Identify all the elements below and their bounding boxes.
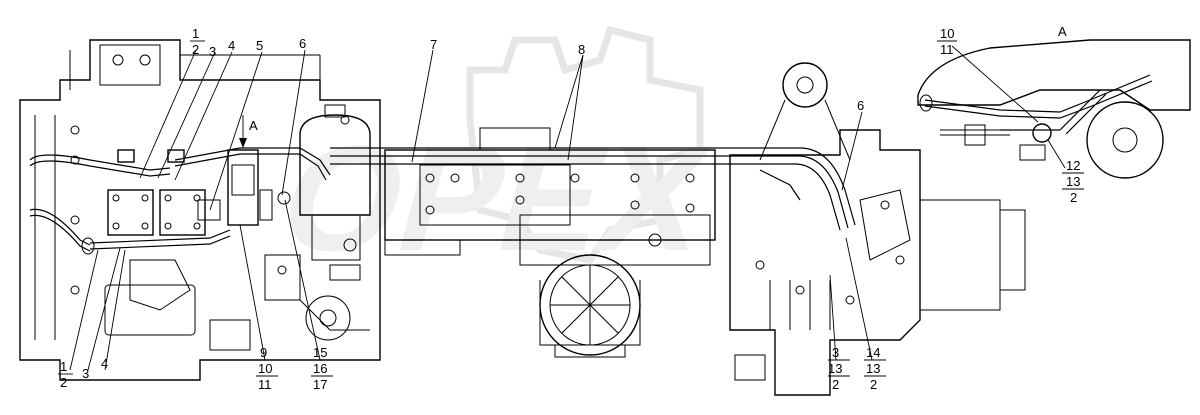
view-arrow [239, 115, 247, 148]
callout-7: 7 [430, 37, 437, 52]
callout-1-2-bottom: 1 2 [58, 359, 73, 390]
callout-text: 13 [828, 361, 842, 376]
inset-view-a [917, 39, 1191, 179]
inset-title: A [1058, 24, 1067, 39]
callout-15-16-17: 15 16 17 [311, 345, 333, 392]
callout-3-13-2: 3 13 2 [828, 345, 850, 392]
callout-text: 13 [866, 361, 880, 376]
callout-text: 2 [60, 375, 67, 390]
callout-text: 2 [192, 42, 199, 57]
callout-5: 5 [256, 38, 263, 53]
callout-text: 14 [866, 345, 880, 360]
callout-text: 12 [1066, 158, 1080, 173]
callout-text: 13 [1066, 174, 1080, 189]
callout-text: 9 [260, 345, 267, 360]
callout-text: 10 [940, 26, 954, 41]
leader-lines [69, 45, 1066, 371]
svg-text:OPEX: OPEX [264, 115, 726, 282]
callout-text: 1 [60, 359, 67, 374]
engine-block [19, 39, 381, 381]
center-frame [384, 127, 716, 266]
callout-14-13-2: 14 13 2 [864, 345, 886, 392]
axle-hub [539, 254, 641, 358]
filter-canister [299, 104, 371, 281]
main-pipes [330, 147, 856, 231]
callout-8: 8 [578, 42, 585, 57]
callout-4-top: 4 [228, 38, 235, 53]
callout-text: 1 [192, 26, 199, 41]
callout-text: 11 [258, 377, 272, 392]
inset-callout-12-13-2: 12 13 2 [1062, 158, 1084, 205]
callout-text: 16 [313, 361, 327, 376]
callout-9-10-11: 9 10 11 [256, 345, 278, 392]
callout-text: 2 [870, 377, 877, 392]
callout-6-left: 6 [299, 36, 306, 51]
callout-1-2-top: 1 2 [190, 26, 205, 57]
gearbox [729, 62, 1026, 396]
callout-text: 11 [940, 42, 954, 57]
callout-6-right: 6 [857, 98, 864, 113]
watermark: OPEX [264, 25, 726, 282]
callout-4-bottom: 4 [101, 356, 108, 371]
callout-text: 10 [258, 361, 272, 376]
callout-text: 3 [832, 345, 839, 360]
callout-text: 2 [832, 377, 839, 392]
callout-text: 15 [313, 345, 327, 360]
arrow-label: A [249, 118, 258, 133]
callout-text: 17 [313, 377, 327, 392]
callout-text: 2 [1070, 190, 1077, 205]
callout-3-bottom: 3 [82, 366, 89, 381]
valve-blocks [107, 149, 291, 236]
callout-3-top: 3 [209, 44, 216, 59]
inset-callout-10-11: 10 11 [937, 26, 957, 57]
